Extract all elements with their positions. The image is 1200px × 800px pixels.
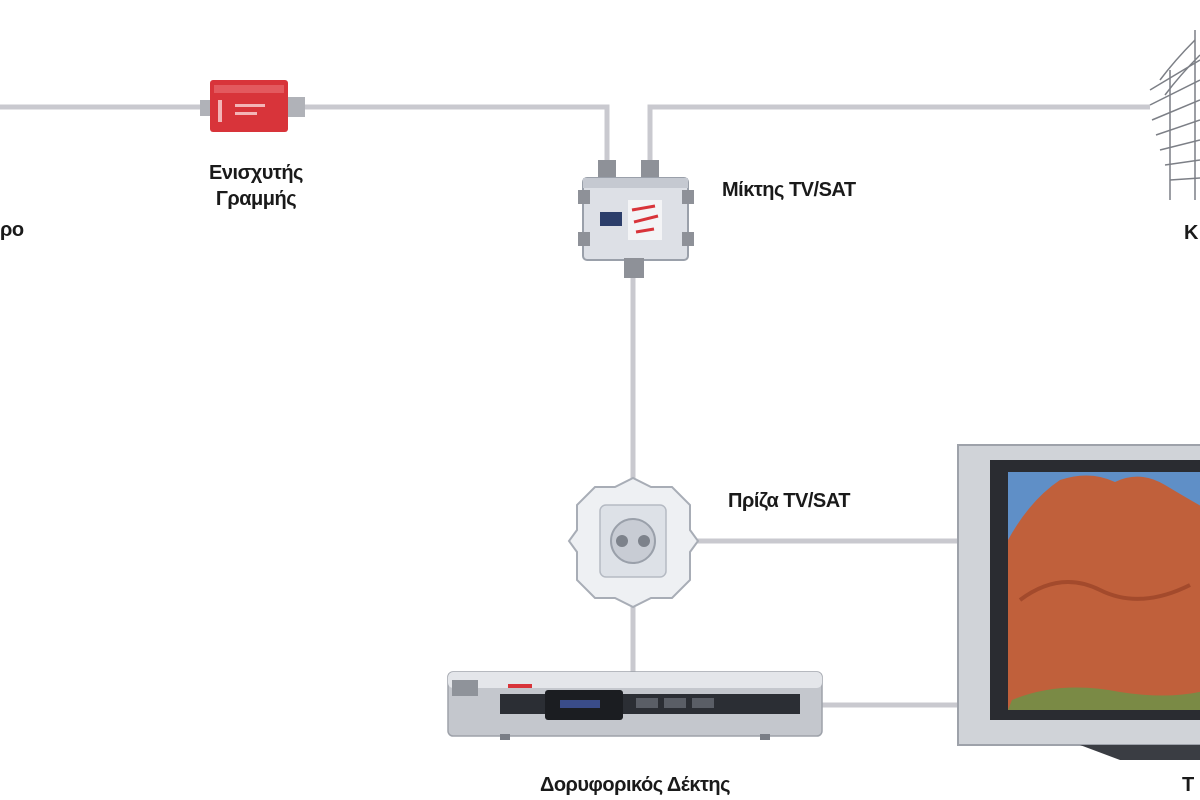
wall-outlet-icon [567,476,700,609]
label-left-edge: ρο [0,219,24,241]
tv-sat-mixer-icon [578,160,694,278]
satellite-receiver-icon [447,671,823,740]
television-icon [957,444,1200,760]
label-mixer: Μίκτης TV/SAT [722,179,856,201]
label-outlet: Πρίζα TV/SAT [728,490,850,512]
label-line-amplifier-line2: Γραμμής [215,188,297,210]
cable-antenna-to-mixer [647,104,1150,175]
label-receiver: Δορυφορικός Δέκτης [539,774,731,796]
label-right-edge: Κ [1184,222,1198,244]
terrestrial-antenna-icon [1149,30,1200,200]
label-line-amplifier-line1: Ενισχυτής [209,162,303,184]
cables [0,104,1150,708]
line-amplifier-icon [200,80,305,132]
label-line-amplifier: Ενισχυτής Γραμμής [186,160,326,212]
label-tv-edge: T [1182,774,1194,796]
